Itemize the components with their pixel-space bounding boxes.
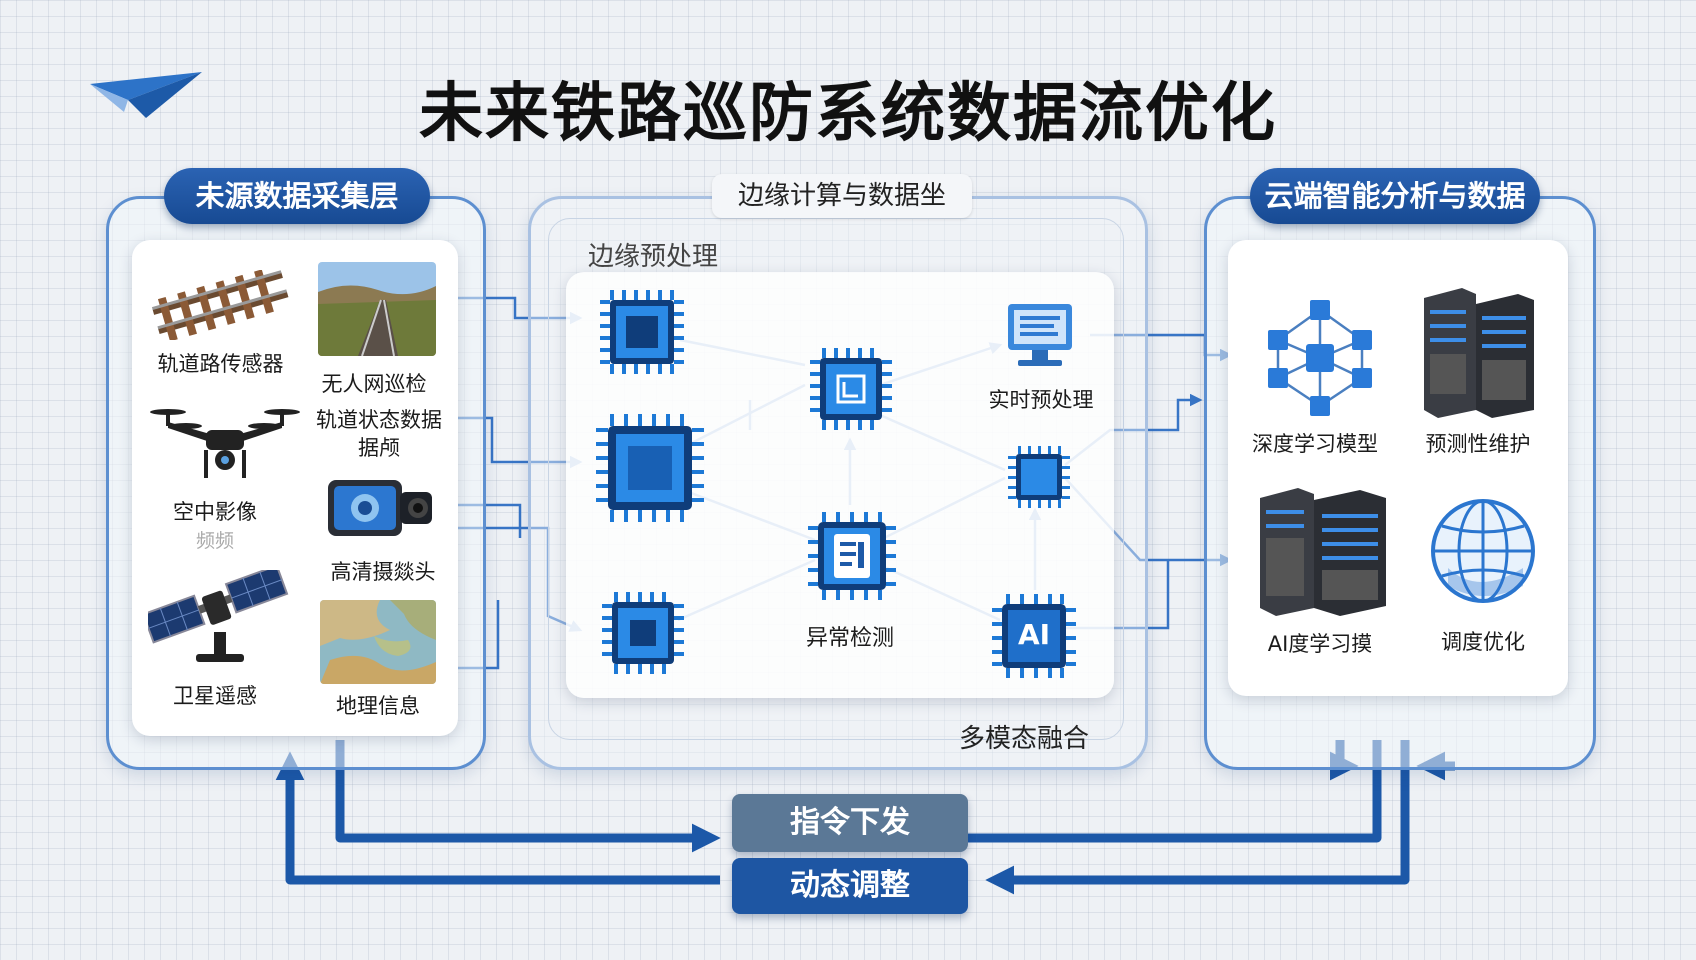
- document-monitor-icon: [1008, 304, 1072, 366]
- aerial-image-sublabel: 频频: [195, 530, 234, 552]
- network-model-icon: [1268, 300, 1372, 416]
- command-dispatch-button[interactable]: 指令下发: [732, 794, 968, 852]
- realtime-preprocess-label: 实时预处理: [988, 388, 1094, 412]
- geo-info-label: 地理信息: [336, 694, 420, 718]
- cloud-layer-header: 云端智能分析与数据: [1250, 168, 1540, 224]
- track-status-label-2: 据颅: [358, 436, 400, 460]
- ai-learning-label: AI度学习摸: [1267, 632, 1373, 656]
- edge-chip-1: [596, 286, 688, 378]
- aerial-image-label: 空中影像: [173, 500, 257, 524]
- railway-photo: [318, 262, 436, 356]
- server-rack-icon: [1424, 288, 1534, 418]
- edge-preprocess-subheader: 边缘预处理: [588, 242, 719, 272]
- multimodal-fusion-label: 多模态融合: [958, 724, 1089, 754]
- paper-plane-logo-icon: [90, 72, 202, 118]
- edge-chip-3: [600, 590, 686, 676]
- deep-learning-label: 深度学习模型: [1252, 432, 1378, 456]
- dispatch-optimization-label: 调度优化: [1441, 630, 1525, 654]
- camera-icon: [328, 480, 432, 536]
- anomaly-detection-label: 异常检测: [805, 626, 894, 651]
- rail-track-icon: [151, 270, 289, 340]
- drone-inspection-label: 无人网巡检: [321, 372, 427, 396]
- hd-camera-label: 高清摄燚头: [330, 560, 436, 584]
- edge-computing-header: 边缘计算与数据坐: [712, 174, 972, 218]
- dynamic-adjust-button[interactable]: 动态调整: [732, 858, 968, 914]
- globe-icon: [1431, 499, 1535, 603]
- satellite-icon: [148, 570, 289, 662]
- anomaly-detection-chip: [806, 510, 898, 602]
- edge-chip-2: [592, 410, 708, 526]
- edge-chip-5: [1006, 444, 1072, 510]
- ai-chip-text: AI: [1017, 618, 1051, 651]
- track-status-label: 轨道状态数据: [316, 408, 442, 432]
- source-layer-header: 未源数据采集层: [164, 168, 430, 224]
- map-photo: [320, 600, 436, 684]
- drone-icon: [150, 409, 300, 478]
- satellite-label: 卫星遥感: [173, 684, 257, 708]
- edge-chip-4: [808, 346, 894, 432]
- ai-chip: AI: [990, 592, 1078, 680]
- predictive-maintenance-label: 预测性维护: [1425, 432, 1531, 456]
- server-cluster-icon: [1260, 488, 1386, 616]
- rail-sensor-label: 轨道路传感器: [157, 352, 284, 376]
- page-title: 未来铁路巡防系统数据流优化: [419, 77, 1277, 151]
